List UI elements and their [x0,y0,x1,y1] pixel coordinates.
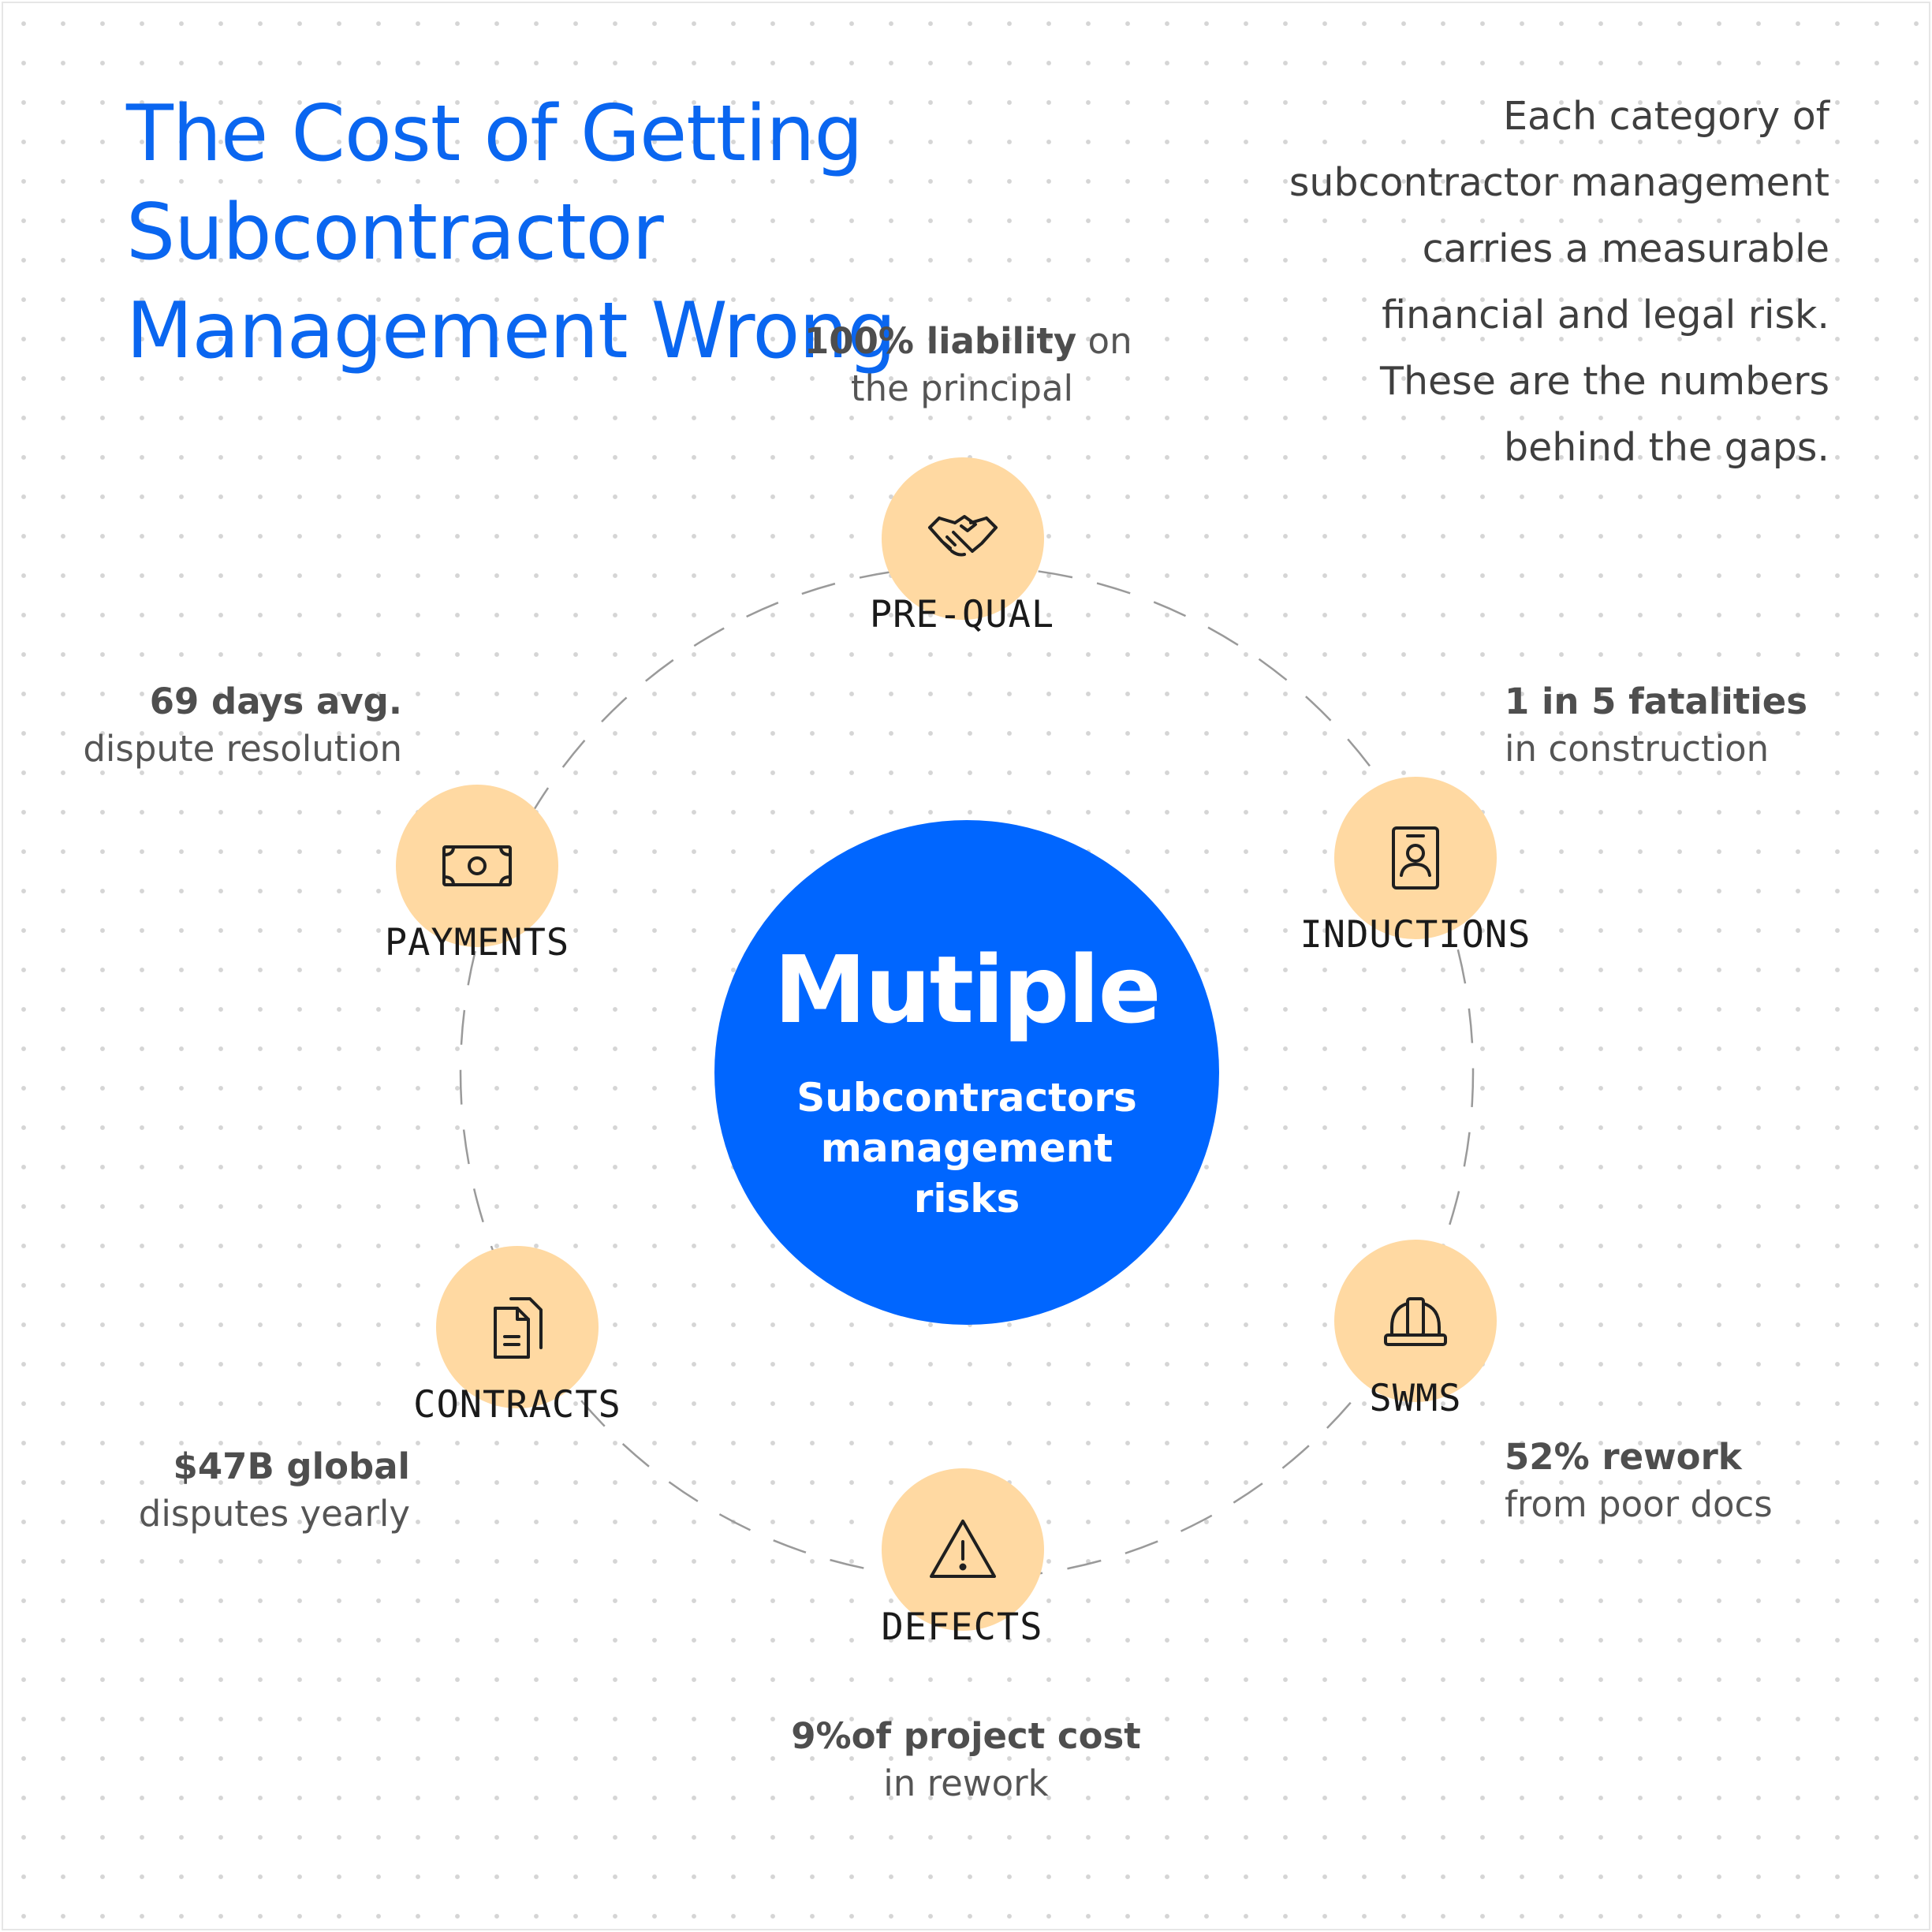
label-prequal: PRE-QUAL [869,593,1055,636]
label-swms: SWMS [1369,1377,1462,1420]
stat-contracts: $47B global disputes yearly [138,1445,410,1535]
label-contracts: CONTRACTS [413,1383,621,1427]
intro-text: Each category of subcontractor managemen… [1289,94,1829,470]
page-title: The Cost of Getting Subcontractor Manage… [126,89,897,376]
node-payments [396,785,558,947]
label-defects: DEFECTS [881,1606,1043,1649]
label-inductions: INDUCTIONS [1300,913,1531,957]
center-value: Mutiple [774,935,1161,1044]
center-circle: Mutiple Subcontractors management risks [714,820,1219,1325]
node-inductions [1334,777,1497,939]
id-badge-icon [1392,826,1439,890]
node-defects [882,1468,1044,1631]
warning-icon [930,1520,996,1578]
hard-hat-icon [1384,1297,1447,1346]
stat-payments: 69 days avg. dispute resolution [83,681,402,770]
node-prequal [882,457,1044,620]
stat-swms: 52% rework from poor docs [1505,1436,1773,1525]
stat-prequal: 100% liability on the principal [804,320,1132,409]
center-caption: Subcontractors management risks [796,1075,1137,1221]
banknote-icon [442,845,512,886]
stat-inductions: 1 in 5 fatalities in construction [1505,681,1807,770]
label-payments: PAYMENTS [384,921,570,964]
documents-icon [494,1297,543,1359]
node-contracts [436,1246,599,1408]
stat-defects: 9%of project cost in rework [791,1715,1141,1804]
handshake-icon [928,515,998,557]
node-swms [1334,1240,1497,1402]
